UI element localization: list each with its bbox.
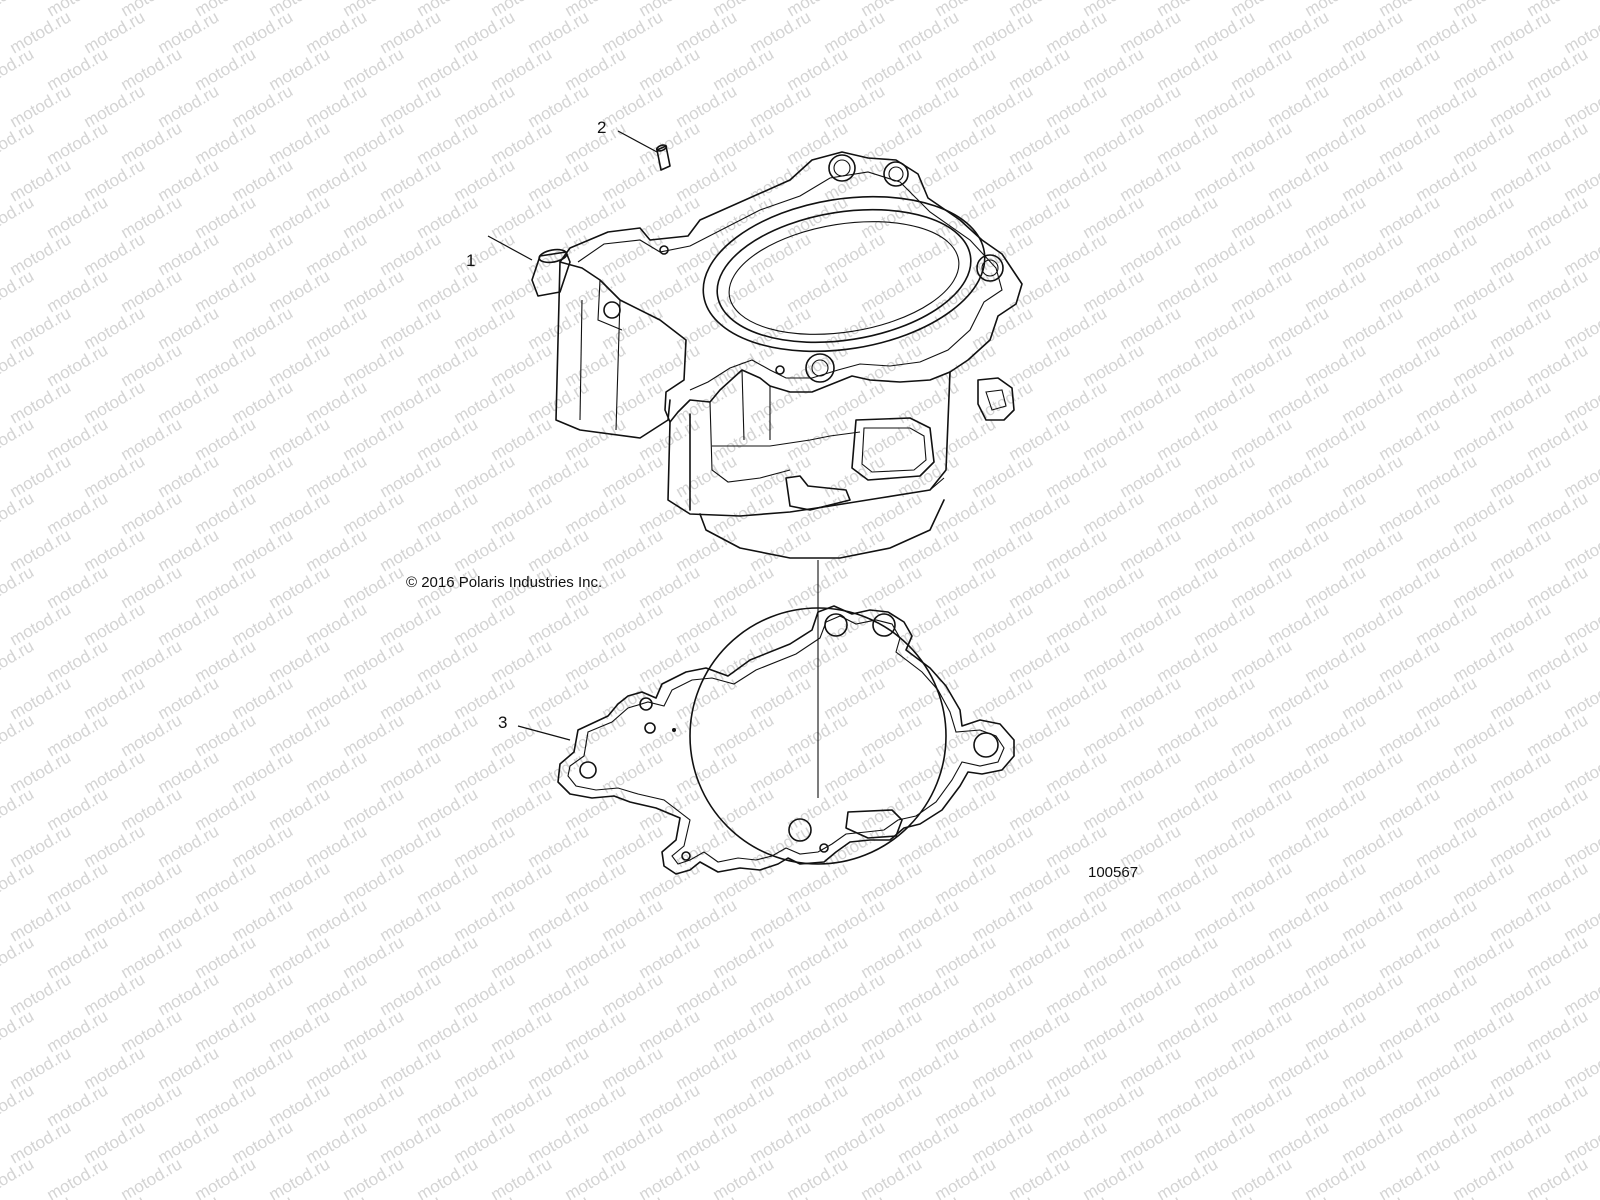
diagram-number: 100567 xyxy=(1088,864,1138,881)
leader-line-2 xyxy=(617,130,658,153)
cylinder-drawing xyxy=(531,151,1023,559)
cylinder-base-gasket-drawing xyxy=(557,605,1015,875)
copyright-notice: © 2016 Polaris Industries Inc. xyxy=(406,574,602,591)
dowel-pin-drawing xyxy=(617,130,671,171)
leader-line-1 xyxy=(487,235,533,261)
callout-label-2: 2 xyxy=(597,118,606,137)
leader-line-3 xyxy=(517,725,571,741)
callout-label-3: 3 xyxy=(498,713,507,732)
callout-label-1: 1 xyxy=(466,251,475,270)
